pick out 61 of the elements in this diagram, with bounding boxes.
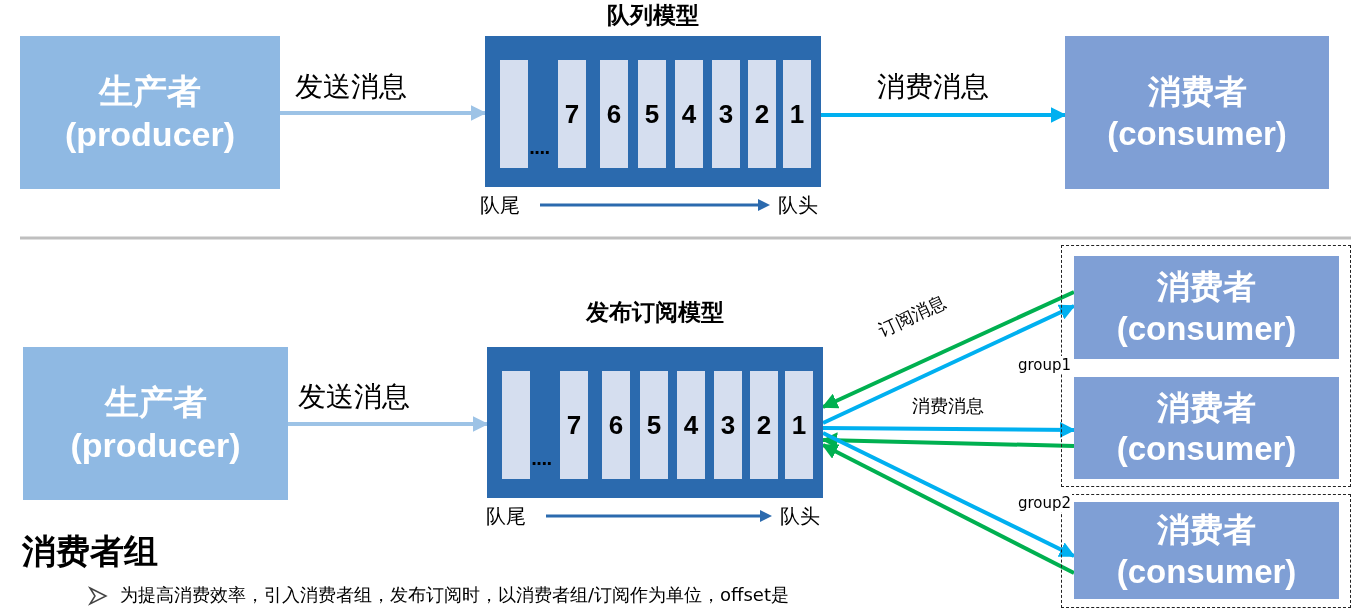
empty-queue-slot <box>502 371 530 479</box>
group-label: group2 <box>1016 494 1072 512</box>
queue-slot <box>785 371 813 479</box>
node-label: 消费者 (consumer) <box>1115 387 1298 469</box>
arrow <box>822 431 1076 558</box>
node-label: 消费者 (consumer) <box>1115 510 1298 592</box>
consumer-box <box>1074 502 1339 599</box>
slot-number: 4 <box>683 409 699 441</box>
queue-slot <box>560 371 588 479</box>
slot-number: 7 <box>566 409 582 441</box>
producer-box <box>20 36 280 189</box>
arrow <box>280 105 487 121</box>
queue-slot <box>602 371 630 479</box>
queue-slot <box>783 60 811 168</box>
slot-number: 3 <box>718 98 734 130</box>
node-label: 生产者 (producer) <box>64 71 236 155</box>
queue-end-label: 队尾 <box>480 194 520 216</box>
slot-number: 4 <box>681 98 697 130</box>
node-label: 消费者 (consumer) <box>1115 267 1298 349</box>
arrow <box>823 421 1076 438</box>
queue-slot <box>677 371 705 479</box>
empty-queue-slot <box>500 60 528 168</box>
consumer-box <box>1074 377 1339 479</box>
ellipsis: .... <box>529 140 550 158</box>
edge-label: 消费消息 <box>912 394 984 418</box>
arrow <box>288 416 489 432</box>
queue-slot <box>675 60 703 168</box>
ellipsis: .... <box>531 451 552 469</box>
queue-slot <box>714 371 742 479</box>
bullet-text: 为提高消费效率，引入消费者组，发布订阅时，以消费者组/订阅作为单位，offset是 <box>120 585 789 605</box>
node-label: 生产者 (producer) <box>69 382 242 466</box>
queue-end-label: 队头 <box>778 194 818 216</box>
group-label: group1 <box>1016 356 1072 374</box>
queue-title: 队列模型 <box>607 1 699 30</box>
slot-number: 1 <box>791 409 807 441</box>
section-heading: 消费者组 <box>22 533 158 571</box>
queue-slot <box>638 60 666 168</box>
slot-number: 1 <box>789 98 805 130</box>
slot-number: 5 <box>646 409 662 441</box>
queue-title: 发布订阅模型 <box>586 298 724 327</box>
slot-number: 3 <box>720 409 736 441</box>
node-label: 消费者 (consumer) <box>1106 72 1288 154</box>
queue-slot <box>748 60 776 168</box>
slot-number: 7 <box>564 98 580 130</box>
arrow <box>822 304 1076 425</box>
slot-number: 2 <box>754 98 770 130</box>
slot-number: 5 <box>644 98 660 130</box>
slot-number: 2 <box>756 409 772 441</box>
queue-slot <box>600 60 628 168</box>
slot-number: 6 <box>606 98 622 130</box>
queue-end-label: 队尾 <box>486 505 526 527</box>
queue-slot <box>750 371 778 479</box>
slot-number: 6 <box>608 409 624 441</box>
consumer-box <box>1065 36 1329 189</box>
queue-end-label: 队头 <box>780 505 820 527</box>
producer-box <box>23 347 288 500</box>
queue-slot <box>558 60 586 168</box>
consumer-box <box>1074 256 1339 359</box>
queue-slot <box>640 371 668 479</box>
arrow <box>821 107 1067 123</box>
queue-slot <box>712 60 740 168</box>
